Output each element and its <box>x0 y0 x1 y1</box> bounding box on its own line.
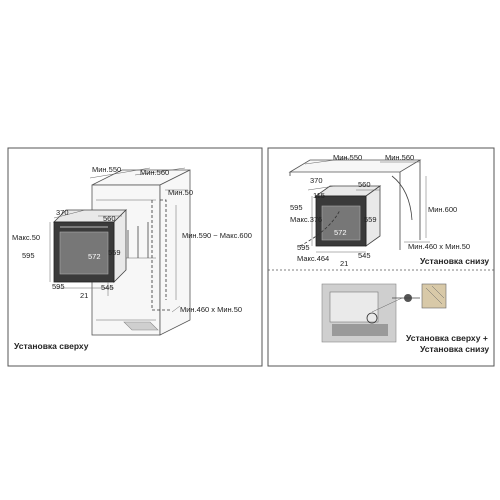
oven-left <box>53 209 127 283</box>
dim-r-115: 115 <box>313 191 325 200</box>
dim-r-max376: Макс.376 <box>290 215 322 224</box>
base-cabinet <box>288 159 430 250</box>
caption-combined-line2: Установка снизу <box>420 344 489 354</box>
dim-r-559: 559 <box>364 215 377 224</box>
dim-r-min600: Мин.600 <box>428 205 457 214</box>
dim-21: 21 <box>80 291 88 300</box>
dim-min550: Мин.550 <box>92 165 121 174</box>
dim-height-range: Мин.590 ~ Макс.600 <box>182 231 252 240</box>
right-panel: Мин.550 Мин.560 370 560 115 595 Макс.376… <box>268 153 494 354</box>
caption-top-install: Установка сверху <box>14 341 89 351</box>
dim-min560: Мин.560 <box>140 168 169 177</box>
dim-r-min550: Мин.550 <box>333 153 362 162</box>
dim-r-max464: Макс.464 <box>297 254 329 263</box>
combined-install-photo <box>321 283 447 343</box>
oven-right <box>314 185 382 247</box>
dim-vent-opening: Мин.460 x Мин.50 <box>180 305 242 314</box>
dim-560: 560 <box>103 214 116 223</box>
dim-r-min560: Мин.560 <box>385 153 414 162</box>
caption-combined-line1: Установка сверху + <box>406 333 488 343</box>
dim-572: 572 <box>88 252 101 261</box>
dim-r-560: 560 <box>358 180 371 189</box>
dim-r-572: 572 <box>334 228 347 237</box>
dim-545: 545 <box>101 283 114 292</box>
dim-595-bottom: 595 <box>52 282 65 291</box>
dim-r-545: 545 <box>358 251 371 260</box>
dim-370: 370 <box>56 208 69 217</box>
dim-max50: Макс.50 <box>12 233 40 242</box>
caption-bottom-install: Установка снизу <box>420 256 489 266</box>
dim-min50: Мин.50 <box>168 188 193 197</box>
dim-r-21: 21 <box>340 259 348 268</box>
dim-r-595-left: 595 <box>290 203 303 212</box>
dim-r-595-bottom: 595 <box>297 243 310 252</box>
dim-595-left: 595 <box>22 251 35 260</box>
dim-r-370: 370 <box>310 176 323 185</box>
dim-559: 559 <box>108 248 121 257</box>
dim-r-vent-opening: Мин.460 x Мин.50 <box>408 242 470 251</box>
left-panel: Мин.550 Мин.560 Мин.50 370 560 Макс.50 5… <box>12 165 252 351</box>
